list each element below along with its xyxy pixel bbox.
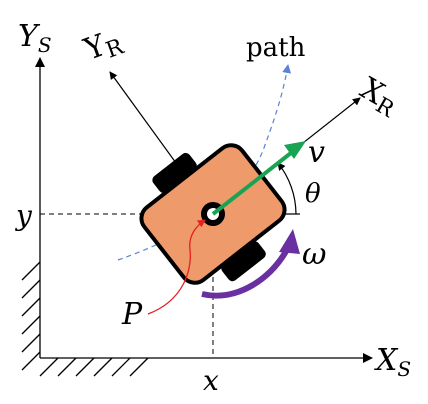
point-p-label: P — [121, 297, 143, 332]
theta-arc — [277, 162, 297, 215]
xr-axis-label: XR — [353, 71, 406, 124]
velocity-label: v — [308, 135, 325, 170]
y-coordinate-label: y — [14, 199, 33, 232]
omega-arc — [201, 242, 293, 299]
omega-arrowhead — [279, 229, 300, 254]
ys-main: Y — [18, 19, 41, 54]
path-label: path — [246, 33, 306, 63]
robot-wheel-right — [221, 241, 266, 282]
xs-axis-label: XS — [374, 343, 411, 381]
xs-sub: S — [397, 357, 411, 381]
velocity-arrow — [211, 147, 298, 216]
yr-axis-label: YR — [79, 22, 128, 71]
p-pointer — [147, 219, 206, 315]
ys-axis-label: YS — [18, 19, 52, 57]
ys-sub: S — [38, 33, 52, 57]
robot-wheel-left — [152, 152, 197, 193]
theta-label: θ — [305, 179, 321, 209]
wall-hatching — [21, 261, 149, 377]
xs-main: X — [374, 343, 399, 378]
omega-label: ω — [302, 237, 326, 272]
x-coordinate-label: x — [203, 364, 219, 397]
velocity-arrowhead — [284, 141, 306, 159]
